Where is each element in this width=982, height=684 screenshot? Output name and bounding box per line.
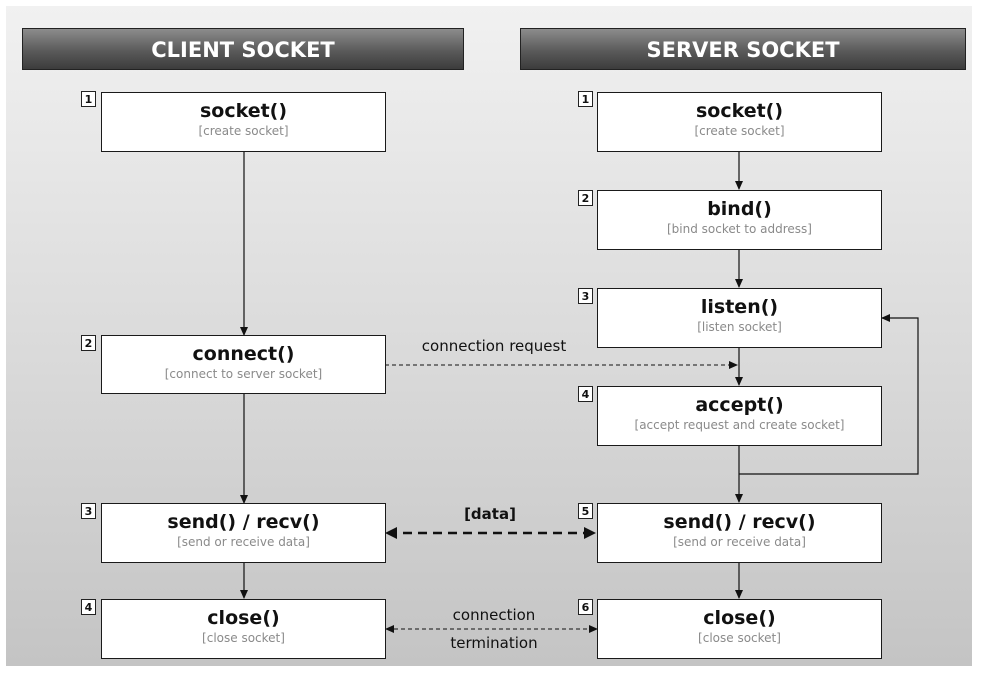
server-listen-description: [listen socket]	[697, 320, 782, 334]
server-close-description: [close socket]	[698, 631, 781, 645]
server-accept-function: accept()	[695, 394, 784, 416]
client-socket-description: [create socket]	[198, 124, 289, 138]
client-close-box: close() [close socket]	[101, 599, 386, 659]
client-send-recv-function: send() / recv()	[167, 511, 320, 533]
server-socket-description: [create socket]	[694, 124, 785, 138]
server-bind-function: bind()	[707, 198, 772, 220]
client-send-recv-box: send() / recv() [send or receive data]	[101, 503, 386, 563]
server-send-recv-description: [send or receive data]	[673, 535, 806, 549]
server-step-number: 5	[578, 503, 593, 519]
server-accept-description: [accept request and create socket]	[634, 418, 845, 432]
client-close-description: [close socket]	[202, 631, 285, 645]
client-connect-description: [connect to server socket]	[164, 367, 323, 381]
client-send-recv-description: [send or receive data]	[177, 535, 310, 549]
server-bind-description: [bind socket to address]	[667, 222, 812, 236]
client-close-function: close()	[207, 607, 280, 629]
server-bind-box: bind() [bind socket to address]	[597, 190, 882, 250]
server-close-function: close()	[703, 607, 776, 629]
accept-loop-back-arrow	[739, 314, 919, 475]
server-socket-header: SERVER SOCKET	[520, 28, 966, 70]
client-socket-function: socket()	[199, 100, 288, 122]
server-socket-box: socket() [create socket]	[597, 92, 882, 152]
server-step-number: 2	[578, 190, 593, 206]
server-listen-function: listen()	[700, 296, 779, 318]
server-send-recv-function: send() / recv()	[663, 511, 816, 533]
server-step-number: 6	[578, 599, 593, 615]
termination-label-line2: termination	[450, 634, 538, 652]
server-socket-function: socket()	[695, 100, 784, 122]
server-send-recv-box: send() / recv() [send or receive data]	[597, 503, 882, 563]
connection-request-label: connection request	[421, 337, 567, 355]
client-connect-box: connect() [connect to server socket]	[101, 335, 386, 394]
client-step-number: 4	[81, 599, 96, 615]
server-close-box: close() [close socket]	[597, 599, 882, 659]
client-socket-header: CLIENT SOCKET	[22, 28, 464, 70]
server-listen-box: listen() [listen socket]	[597, 288, 882, 348]
server-step-number: 1	[578, 91, 593, 107]
client-step-number: 1	[81, 91, 96, 107]
client-connect-function: connect()	[192, 343, 295, 365]
data-label: [data]	[464, 505, 516, 523]
server-step-number: 3	[578, 288, 593, 304]
server-accept-box: accept() [accept request and create sock…	[597, 386, 882, 446]
client-socket-box: socket() [create socket]	[101, 92, 386, 152]
server-step-number: 4	[578, 386, 593, 402]
client-step-number: 2	[81, 335, 96, 351]
termination-label-line1: connection	[452, 606, 536, 624]
client-step-number: 3	[81, 503, 96, 519]
